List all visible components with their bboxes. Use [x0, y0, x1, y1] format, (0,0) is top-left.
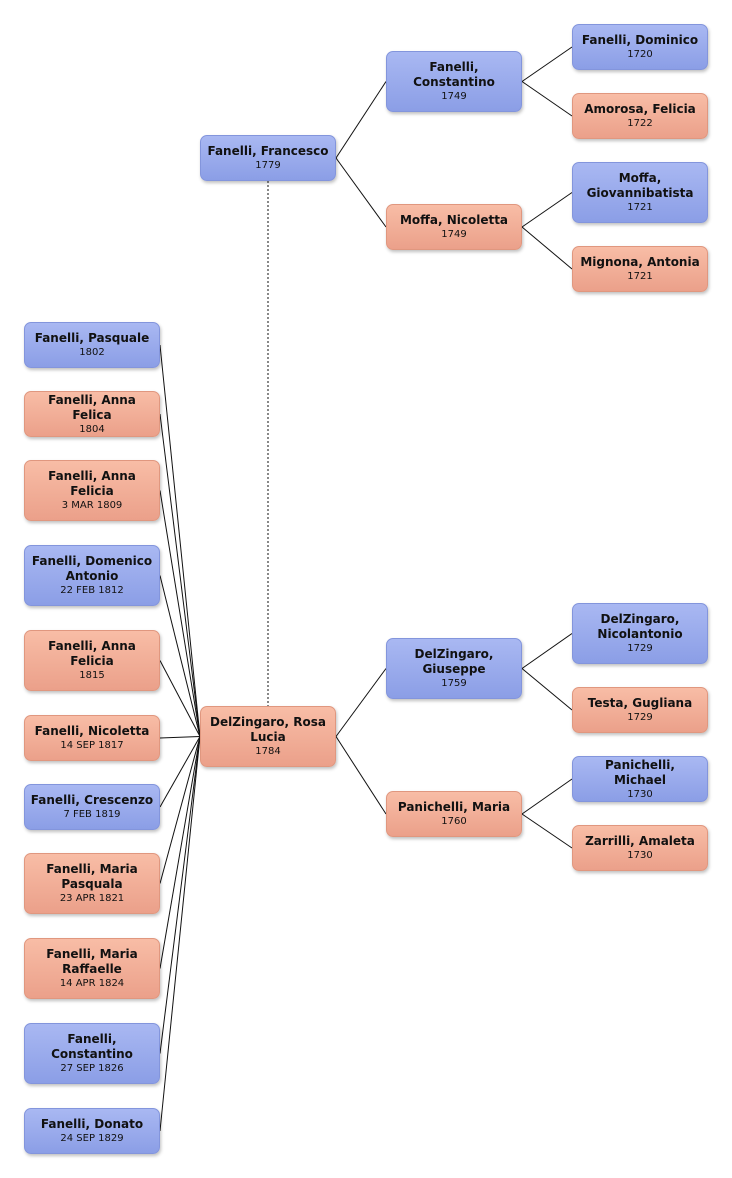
person-box-fanelli-domenico-antonio[interactable]: Fanelli, Domenico Antonio 22 FEB 1812 [24, 545, 160, 606]
person-name: Panichelli, Michael [605, 757, 675, 787]
person-box-delzingaro-giuseppe[interactable]: DelZingaro, Giuseppe 1759 [386, 638, 522, 699]
person-date: 23 APR 1821 [59, 893, 125, 904]
person-box-mignona-antonia[interactable]: Mignona, Antonia 1721 [572, 246, 708, 292]
person-box-delzingaro-rosa-lucia[interactable]: DelZingaro, Rosa Lucia 1784 [200, 706, 336, 767]
person-date: 27 SEP 1826 [60, 1063, 124, 1074]
person-date: 1760 [441, 816, 467, 827]
person-box-moffa-giovannibatista[interactable]: Moffa, Giovannibatista 1721 [572, 162, 708, 223]
parent-connector [521, 46, 573, 82]
person-name: Fanelli, Anna Felicia [48, 469, 136, 498]
person-date: 1721 [627, 271, 653, 282]
person-name: Fanelli, Maria Pasquala [46, 862, 138, 891]
person-name: Fanelli, Dominico [581, 33, 699, 47]
person-date: 14 SEP 1817 [60, 740, 124, 751]
person-name: Fanelli, Nicoletta [34, 724, 150, 738]
parent-connector [521, 813, 573, 849]
person-name: Fanelli, Anna Felica [48, 392, 136, 422]
person-box-fanelli-constantino-1826[interactable]: Fanelli, Constantino 27 SEP 1826 [24, 1023, 160, 1084]
person-box-zarrilli-amaleta[interactable]: Zarrilli, Amaleta 1730 [572, 825, 708, 871]
person-date: 22 FEB 1812 [60, 585, 124, 596]
parent-connector [335, 736, 387, 815]
person-box-moffa-nicoletta[interactable]: Moffa, Nicoletta 1749 [386, 204, 522, 250]
person-box-fanelli-donato[interactable]: Fanelli, Donato 24 SEP 1829 [24, 1108, 160, 1154]
child-connector [159, 736, 201, 1132]
person-box-fanelli-pasquale[interactable]: Fanelli, Pasquale 1802 [24, 322, 160, 368]
child-connector [159, 660, 201, 737]
person-date: 24 SEP 1829 [60, 1133, 124, 1144]
person-name: Mignona, Antonia [580, 255, 700, 269]
person-box-fanelli-anna-felicia-1809[interactable]: Fanelli, Anna Felicia 3 MAR 1809 [24, 460, 160, 521]
child-connector [159, 490, 201, 737]
person-date: 1730 [627, 850, 653, 861]
parent-connector [335, 81, 387, 159]
child-connector [159, 575, 201, 737]
person-name: Fanelli, Constantino [413, 60, 495, 89]
person-name: Panichelli, Maria [397, 800, 511, 814]
person-name: DelZingaro, Rosa Lucia [210, 715, 326, 744]
person-box-fanelli-constantino-1749[interactable]: Fanelli, Constantino 1749 [386, 51, 522, 112]
person-box-amorosa-felicia[interactable]: Amorosa, Felicia 1722 [572, 93, 708, 139]
person-date: 1729 [627, 712, 653, 723]
person-box-fanelli-francesco[interactable]: Fanelli, Francesco 1779 [200, 135, 336, 181]
parent-connector [521, 633, 573, 669]
parent-connector [521, 192, 573, 228]
child-connector [159, 736, 201, 969]
person-date: 1720 [627, 49, 653, 60]
person-box-fanelli-nicoletta[interactable]: Fanelli, Nicoletta 14 SEP 1817 [24, 715, 160, 761]
person-name: Fanelli, Constantino [51, 1032, 133, 1061]
person-name: Fanelli, Crescenzo [30, 793, 154, 807]
person-box-testa-gugliana[interactable]: Testa, Gugliana 1729 [572, 687, 708, 733]
person-box-panichelli-maria[interactable]: Panichelli, Maria 1760 [386, 791, 522, 837]
person-box-fanelli-maria-raffaelle[interactable]: Fanelli, Maria Raffaelle 14 APR 1824 [24, 938, 160, 999]
parent-connector [521, 226, 573, 270]
child-connector [159, 736, 201, 739]
person-name: Fanelli, Francesco [207, 144, 329, 158]
person-date: 1784 [255, 746, 281, 757]
child-connector [159, 413, 201, 737]
child-connector [159, 736, 201, 884]
person-name: DelZingaro, Nicolantonio [597, 612, 683, 641]
parent-connector [335, 157, 387, 228]
person-name: Moffa, Giovannibatista [586, 171, 694, 200]
person-date: 1815 [79, 670, 105, 681]
person-box-fanelli-maria-pasquala[interactable]: Fanelli, Maria Pasquala 23 APR 1821 [24, 853, 160, 914]
person-box-fanelli-dominico[interactable]: Fanelli, Dominico 1720 [572, 24, 708, 70]
person-box-delzingaro-nicolantonio[interactable]: DelZingaro, Nicolantonio 1729 [572, 603, 708, 664]
person-name: Testa, Gugliana [587, 696, 693, 710]
person-date: 1749 [441, 91, 467, 102]
person-name: Zarrilli, Amaleta [585, 834, 695, 848]
person-name: Fanelli, Domenico Antonio [31, 554, 153, 583]
person-box-fanelli-anna-felicia-1815[interactable]: Fanelli, Anna Felicia 1815 [24, 630, 160, 691]
person-date: 1722 [627, 118, 653, 129]
child-connector [159, 344, 201, 737]
person-name: Fanelli, Donato [40, 1117, 144, 1131]
person-date: 1759 [441, 678, 467, 689]
child-connector [159, 736, 201, 1054]
person-date: 1721 [627, 202, 653, 213]
person-date: 1749 [441, 229, 467, 240]
person-date: 1804 [79, 423, 105, 435]
parent-connector [335, 668, 387, 737]
parent-connector [521, 668, 573, 711]
person-name: Amorosa, Felicia [584, 102, 696, 116]
person-name: Fanelli, Anna Felicia [48, 639, 136, 668]
person-date: 1730 [627, 788, 653, 800]
person-name: DelZingaro, Giuseppe [414, 647, 494, 676]
parent-connector [521, 81, 573, 117]
person-date: 14 APR 1824 [59, 978, 125, 989]
parent-connector [521, 778, 573, 815]
person-box-fanelli-crescenzo[interactable]: Fanelli, Crescenzo 7 FEB 1819 [24, 784, 160, 830]
person-date: 7 FEB 1819 [63, 809, 121, 820]
child-connector [159, 736, 201, 808]
person-date: 1729 [627, 643, 653, 654]
person-name: Fanelli, Maria Raffaelle [46, 947, 138, 976]
person-name: Moffa, Nicoletta [399, 213, 509, 227]
person-date: 1779 [255, 160, 281, 171]
person-date: 1802 [79, 347, 105, 358]
person-name: Fanelli, Pasquale [34, 331, 150, 345]
person-date: 3 MAR 1809 [61, 500, 123, 511]
